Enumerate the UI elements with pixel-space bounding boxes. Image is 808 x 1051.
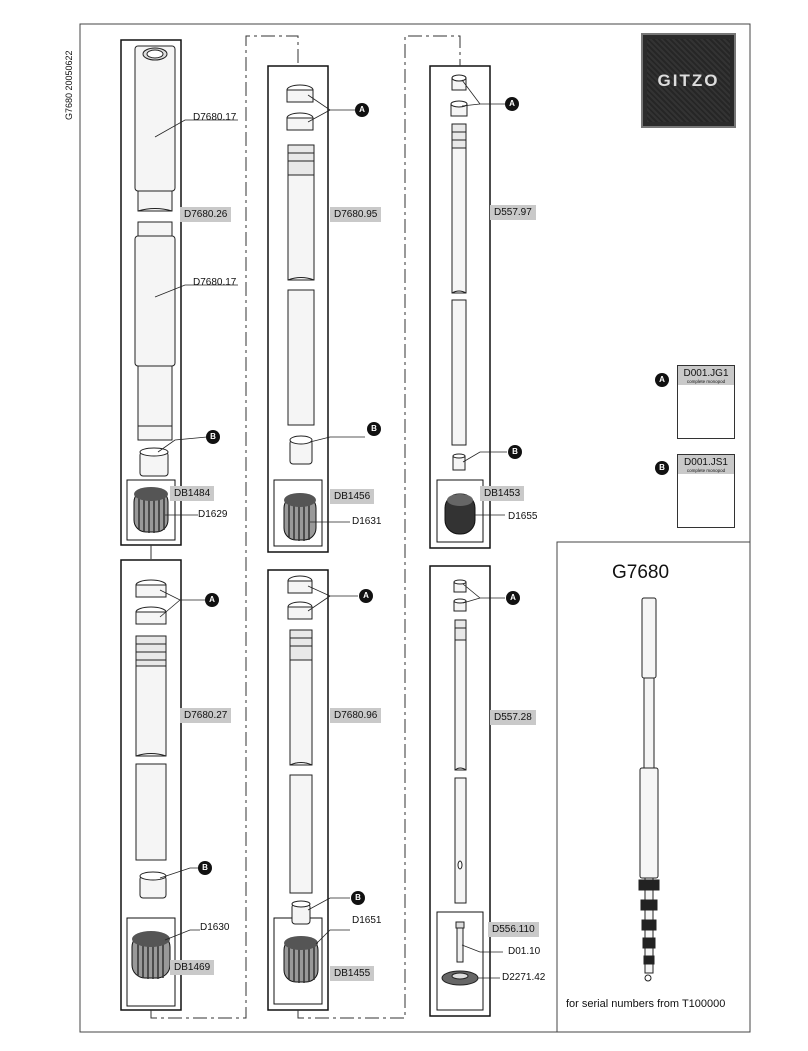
column-2-bottom-tubes bbox=[287, 575, 313, 925]
column-3 bbox=[429, 65, 491, 1017]
callout-b-badge: B bbox=[367, 422, 381, 436]
kit-b-badge: B bbox=[655, 461, 669, 475]
column-1-bottom-tubes bbox=[135, 579, 167, 899]
logo-texture bbox=[647, 39, 730, 122]
part-label: D01.10 bbox=[508, 946, 541, 957]
column-3-bottom-tubes bbox=[453, 579, 467, 904]
callout-b-badge: B bbox=[508, 445, 522, 459]
column-3-top-foot bbox=[444, 493, 476, 535]
part-label: DB1453 bbox=[480, 486, 525, 501]
callout-a-badge: A bbox=[505, 97, 519, 111]
part-label: D2271.42 bbox=[502, 972, 546, 983]
part-label: D1631 bbox=[352, 516, 382, 527]
part-label: DB1455 bbox=[330, 966, 375, 981]
column-2-bottom-foot bbox=[283, 936, 319, 983]
kit-b-code: D001.JS1 bbox=[684, 457, 728, 468]
kit-a-header: D001.JG1 complete monopod bbox=[678, 366, 734, 385]
logo-text: GITZO bbox=[657, 71, 720, 90]
kit-b-header: D001.JS1 complete monopod bbox=[678, 455, 734, 474]
callout-a-badge: A bbox=[205, 593, 219, 607]
leader-lines bbox=[154, 79, 507, 979]
kit-a-subtitle: complete monopod bbox=[686, 379, 726, 384]
callout-b-badge: B bbox=[206, 430, 220, 444]
kit-a-badge: A bbox=[655, 373, 669, 387]
column-1-top-tubes bbox=[134, 45, 176, 477]
part-label: D557.97 bbox=[490, 205, 536, 220]
part-label: D7680.95 bbox=[330, 207, 382, 222]
part-label: D1630 bbox=[200, 922, 230, 933]
callout-b-badge: B bbox=[198, 861, 212, 875]
callout-a-badge: A bbox=[355, 103, 369, 117]
dashed-connectors bbox=[150, 35, 461, 1019]
document-id: G7680 20050622 bbox=[64, 50, 74, 120]
column-1-top-foot bbox=[133, 487, 169, 533]
part-label: D1655 bbox=[508, 511, 538, 522]
part-label: D7680.17 bbox=[193, 277, 237, 288]
model-title: G7680 bbox=[612, 562, 670, 583]
callout-a-badge: A bbox=[359, 589, 373, 603]
part-label: D7680.17 bbox=[193, 112, 237, 123]
kit-a-code: D001.JG1 bbox=[683, 368, 729, 379]
part-label: D7680.26 bbox=[180, 207, 232, 222]
assembled-monopod bbox=[638, 597, 660, 982]
part-label: D556.110 bbox=[488, 922, 539, 937]
callout-b-badge: B bbox=[351, 891, 365, 905]
gitzo-logo: GITZO bbox=[641, 33, 736, 128]
part-label: D7680.27 bbox=[180, 708, 232, 723]
column-3-top-tubes bbox=[450, 74, 468, 471]
part-label: D1651 bbox=[352, 915, 382, 926]
column-1-bottom-foot bbox=[131, 931, 171, 979]
part-label: D557.28 bbox=[490, 710, 536, 725]
kit-a-box: D001.JG1 complete monopod bbox=[677, 365, 735, 439]
callout-a-badge: A bbox=[506, 591, 520, 605]
kit-b-box: D001.JS1 complete monopod bbox=[677, 454, 735, 528]
part-label: DB1456 bbox=[330, 489, 375, 504]
column-3-bottom-spike bbox=[441, 921, 479, 986]
part-label: DB1484 bbox=[170, 486, 215, 501]
column-2-top-foot bbox=[283, 493, 317, 541]
kit-b-subtitle: complete monopod bbox=[686, 468, 726, 473]
column-2-top-tubes bbox=[286, 84, 315, 465]
part-label: D1629 bbox=[198, 509, 228, 520]
part-label: DB1469 bbox=[170, 960, 215, 975]
part-label: D7680.96 bbox=[330, 708, 382, 723]
serial-note: for serial numbers from T100000 bbox=[566, 998, 726, 1010]
